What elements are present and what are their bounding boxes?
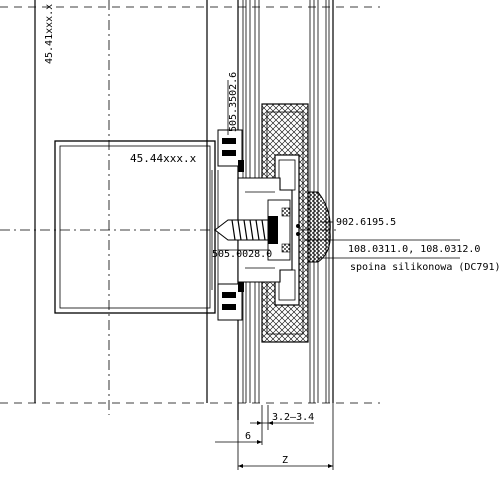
width-6-label: 6 bbox=[245, 431, 251, 442]
width-z-label: Z bbox=[282, 455, 288, 466]
upper-gasket bbox=[217, 129, 244, 172]
dimension-lines bbox=[215, 403, 334, 470]
profile-upper-code-label: 505.3502.6 bbox=[228, 72, 239, 132]
clamp-details bbox=[281, 207, 300, 253]
gap-dimension-label: 3.2–3.4 bbox=[272, 412, 314, 423]
leader-lines bbox=[218, 80, 460, 259]
silicone-sealant bbox=[307, 191, 331, 263]
transom-frame bbox=[54, 140, 219, 314]
boundary-lines bbox=[0, 6, 380, 404]
vertical-code-label: 45.41xxx.x bbox=[44, 4, 55, 64]
gasket-code-label: 902.6195.5 bbox=[336, 217, 396, 228]
clip-codes-label: 108.0311.0, 108.0312.0 bbox=[348, 244, 480, 255]
vertical-mullion bbox=[34, 0, 208, 415]
frame-code-label: 45.44xxx.x bbox=[130, 152, 197, 165]
lower-gasket bbox=[217, 280, 244, 321]
screw-code-label: 505.0028.0 bbox=[212, 249, 272, 260]
sealant-label: spoina silikonowa (DC791) bbox=[350, 262, 500, 273]
screw bbox=[214, 216, 278, 244]
